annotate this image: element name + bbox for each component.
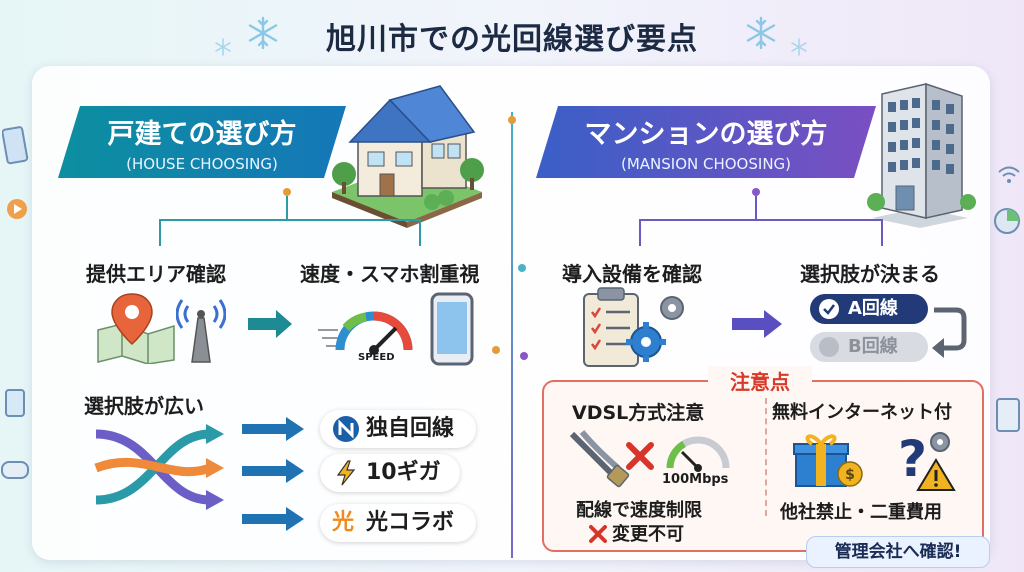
choice-decided-label: 選択肢が決まる	[800, 262, 940, 286]
vdsl-title: VDSL方式注意	[572, 402, 705, 424]
house-connector	[159, 188, 421, 246]
option-hikari-collabo: 光 光コラボ	[320, 504, 476, 542]
cross-icon	[626, 442, 654, 470]
option-label: 独自回線	[366, 416, 455, 441]
house-banner: 戸建ての選び方 (HOUSE CHOOSING)	[58, 106, 346, 178]
snowflake-icon	[215, 38, 231, 56]
apartment-building-illustration	[867, 82, 976, 228]
arrow-right-icon	[732, 310, 782, 338]
mansion-subheading: (MANSION CHOOSING)	[620, 155, 792, 173]
check-circle-icon	[819, 299, 839, 319]
vdsl-line2: 変更不可	[612, 524, 684, 545]
map-pin-icon	[97, 293, 175, 364]
house-illustration	[332, 85, 484, 228]
mansion-banner: マンションの選び方 (MANSION CHOOSING)	[536, 106, 876, 178]
wifi-icon	[998, 166, 1020, 183]
many-choices-label: 選択肢が広い	[84, 394, 204, 418]
cross-icon	[589, 525, 607, 543]
arrow-right-icon	[242, 459, 304, 483]
speed-gauge-label: SPEED	[358, 352, 395, 363]
arrow-right-icon	[242, 507, 304, 531]
house-heading: 戸建ての選び方	[107, 119, 297, 150]
choice-a-line: A回線	[810, 294, 928, 324]
switch-arrow-icon	[932, 307, 967, 358]
smartphone-icon	[430, 292, 474, 366]
speed-gauge-icon	[666, 436, 730, 472]
snowflake-icon	[746, 16, 776, 50]
svg-text:?: ?	[898, 430, 927, 488]
pie-chart-icon	[994, 208, 1020, 234]
house-subheading: (HOUSE CHOOSING)	[126, 155, 278, 173]
mansion-connector	[639, 188, 883, 246]
gamepad-icon	[1, 461, 29, 479]
free-internet-title: 無料インターネット付	[772, 402, 952, 423]
area-check-label: 提供エリア確認	[86, 262, 226, 286]
svg-text:$: $	[845, 467, 855, 483]
play-icon	[7, 199, 27, 219]
arrow-right-icon	[242, 417, 304, 441]
arrow-right-icon	[248, 310, 292, 338]
choice-label: A回線	[848, 298, 898, 319]
laptop-icon	[5, 389, 25, 417]
option-label: 10ギガ	[366, 460, 441, 485]
gift-icon: $	[793, 434, 863, 487]
option-dedicated-line: 独自回線	[320, 410, 476, 448]
caution-title: 注意点	[708, 366, 812, 394]
crossing-arrows-icon	[94, 424, 224, 510]
snowflake-icon	[248, 16, 278, 50]
n-logo-icon	[333, 416, 359, 442]
check-equipment-label: 導入設備を確認	[562, 262, 702, 286]
speed-focus-label: 速度・スマホ割重視	[300, 262, 480, 286]
caution-divider	[765, 398, 767, 516]
snowflake-icon	[791, 38, 807, 56]
center-divider	[511, 112, 513, 558]
free-internet-line: 他社禁止・二重費用	[780, 502, 942, 523]
hikari-icon: 光	[332, 510, 355, 535]
vdsl-line1: 配線で速度制限	[576, 500, 702, 521]
choice-label: B回線	[848, 336, 898, 357]
page-title: 旭川市での光回線選び要点	[326, 22, 698, 57]
smartphone-icon	[2, 126, 29, 165]
mansion-heading: マンションの選び方	[584, 119, 828, 150]
antenna-icon	[176, 299, 226, 363]
lightning-icon	[336, 460, 356, 486]
cable-icon	[569, 430, 630, 488]
decorative-dots	[492, 116, 528, 360]
option-label: 光コラボ	[366, 510, 455, 535]
speed-gauge-icon	[318, 311, 413, 355]
clipboard-gear-icon	[583, 287, 684, 367]
disabled-circle-icon	[819, 337, 839, 357]
choice-b-line: B回線	[810, 332, 928, 362]
confirm-management-tag: 管理会社へ確認!	[806, 536, 990, 568]
tablet-icon	[996, 398, 1020, 432]
speed-limit-label: 100Mbps	[662, 472, 729, 487]
option-10giga: 10ギガ	[320, 454, 460, 492]
question-warning-icon: ?	[898, 430, 956, 491]
